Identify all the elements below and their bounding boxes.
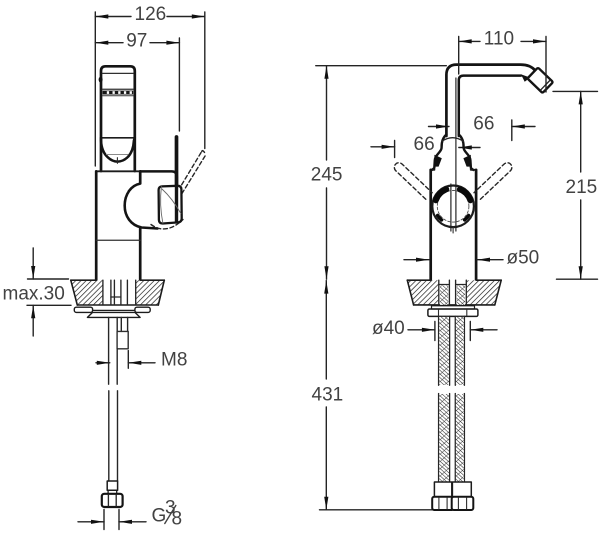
svg-text:431: 431: [312, 384, 344, 405]
svg-text:126: 126: [135, 4, 167, 25]
svg-text:97: 97: [126, 30, 147, 51]
svg-text:110: 110: [484, 29, 514, 50]
svg-text:245: 245: [311, 165, 343, 186]
svg-text:G: G: [152, 506, 167, 527]
svg-text:66: 66: [414, 134, 435, 155]
svg-text:3: 3: [165, 498, 176, 519]
svg-text:8: 8: [172, 509, 183, 530]
svg-text:ø50: ø50: [507, 247, 540, 268]
svg-text:M8: M8: [161, 350, 187, 371]
svg-text:215: 215: [566, 177, 598, 198]
svg-text:66: 66: [473, 114, 494, 135]
svg-text:ø40: ø40: [372, 318, 405, 339]
svg-text:max.30: max.30: [3, 284, 65, 305]
